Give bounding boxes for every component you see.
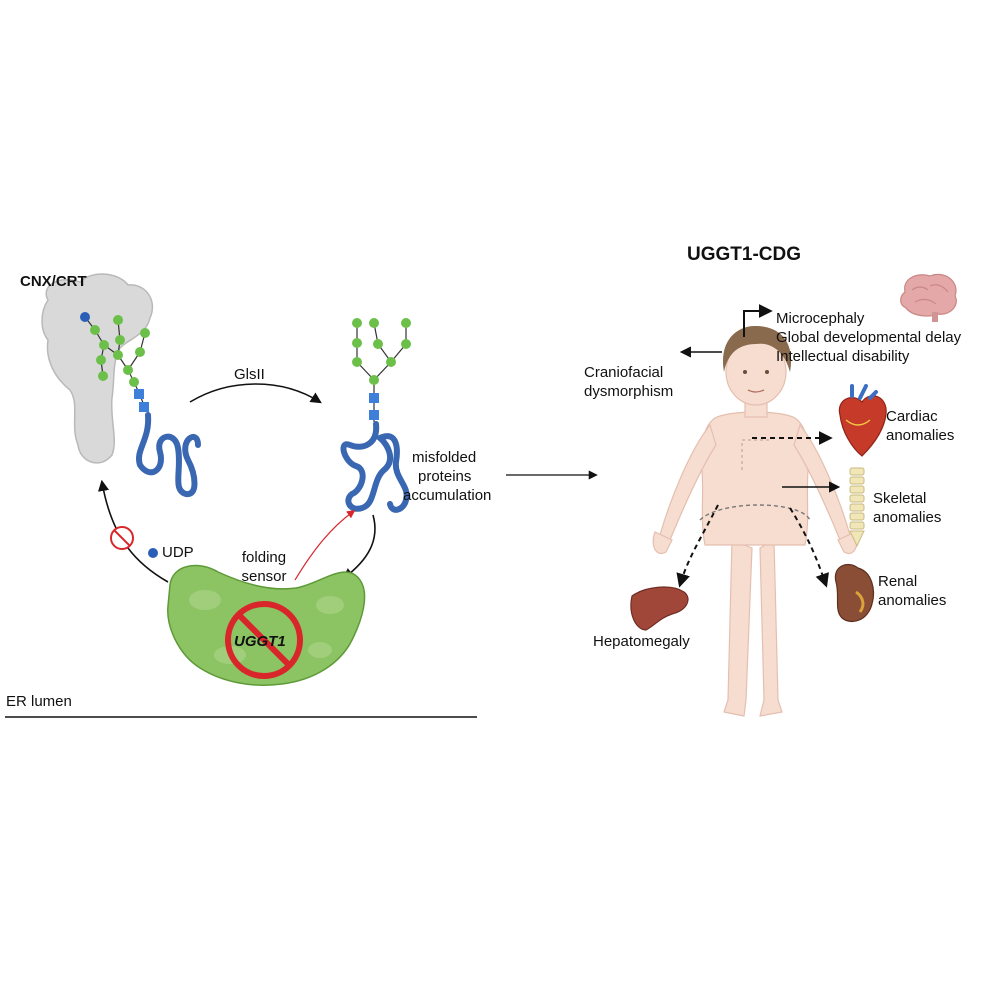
cnx-crt-label: CNX/CRT [20, 273, 87, 290]
skeletal-label-1: Skeletal [873, 490, 927, 507]
misfolded-label-2: proteins [418, 468, 472, 485]
neuro-symptom-2: Global developmental delay [776, 329, 962, 346]
hepatomegaly-label: Hepatomegaly [593, 633, 690, 650]
uggt1-texture [189, 590, 344, 664]
kidney-icon [834, 563, 875, 623]
brain-icon [900, 273, 957, 322]
folding-sensor-label-2: sensor [241, 568, 287, 585]
cardiac-label-1: Cardiac [886, 408, 938, 425]
cnx-crt-chaperone [41, 273, 154, 464]
glycan-free [356, 322, 407, 422]
cardiac-label-2: anomalies [886, 427, 955, 444]
right-panel-title: UGGT1-CDG [687, 244, 801, 265]
glycan-residues-free [352, 318, 411, 420]
renal-label-1: Renal [878, 573, 918, 590]
udp-label: UDP [162, 544, 194, 561]
folded-protein-cnx [136, 412, 201, 497]
glycan-residues-cnx [80, 312, 150, 412]
renal-label-2: anomalies [878, 592, 947, 609]
internal-dashed-path [741, 439, 770, 470]
neuro-arrow [743, 304, 773, 337]
udp-glucose-dot [148, 548, 158, 558]
misfolded-protein [340, 421, 410, 513]
craniofacial-label-1: Craniofacial [584, 364, 664, 381]
liver-icon [630, 586, 689, 631]
child-figure [652, 338, 858, 717]
glsii-label: GlsII [234, 366, 265, 383]
neuro-symptom-1: Microcephaly [776, 310, 865, 327]
misfolded-label-3: accumulation [403, 487, 492, 504]
er-lumen-label: ER lumen [6, 693, 72, 710]
misfolded-label-1: misfolded [412, 449, 477, 466]
uggt1-label: UGGT1 [234, 633, 286, 650]
spine-icon [849, 467, 865, 548]
craniofacial-label-2: dysmorphism [584, 383, 674, 400]
glsii-arrow [189, 383, 322, 404]
renal-arrow [789, 507, 829, 588]
abdomen-dashed-path [699, 504, 811, 521]
small-prohibited-icon [110, 526, 134, 550]
hepatomegaly-arrow [676, 504, 719, 588]
red-arrow-sensor [294, 510, 356, 581]
child-hair [722, 325, 792, 372]
heart-icon [838, 384, 887, 457]
skeletal-label-2: anomalies [873, 509, 942, 526]
folding-sensor-label-1: folding [241, 549, 287, 566]
prohibited-icon [225, 601, 303, 679]
neuro-symptom-3: Intellectual disability [776, 348, 910, 365]
child-face [743, 370, 769, 393]
arrow-to-uggt1 [342, 514, 376, 580]
